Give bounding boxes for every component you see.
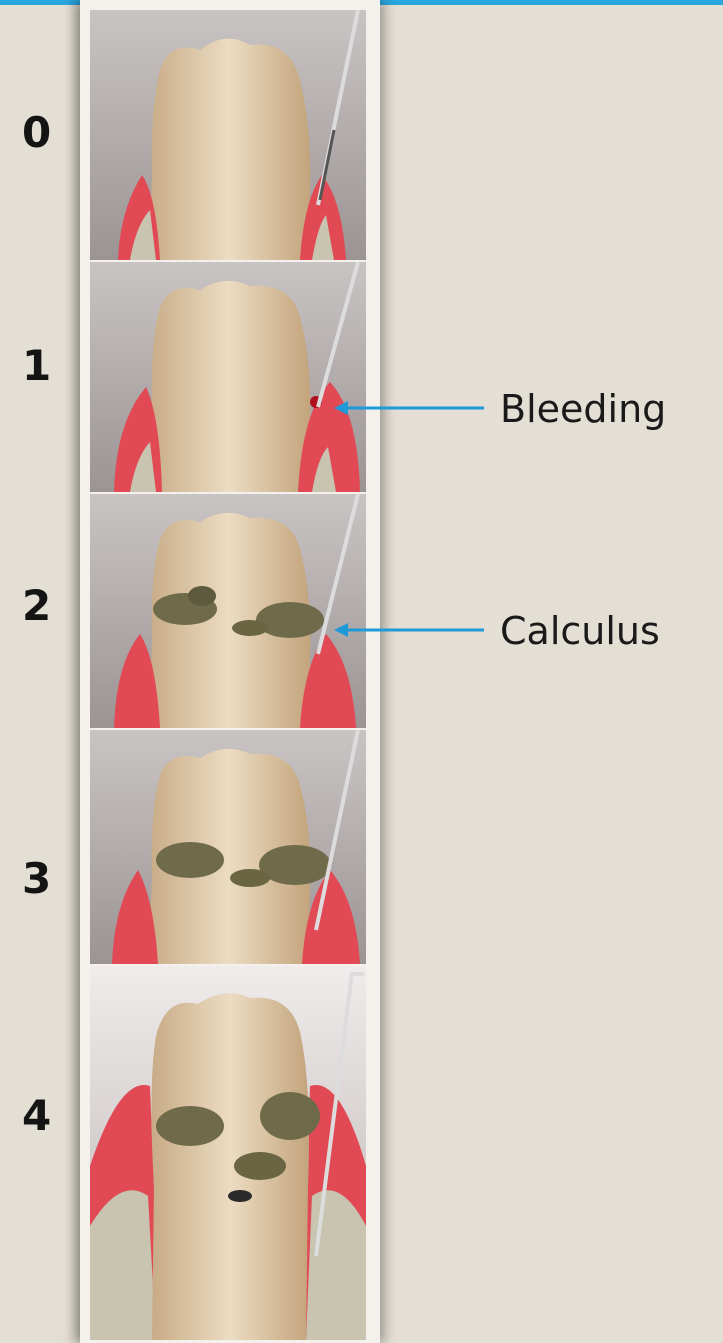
- stage-4-illustration: [90, 966, 366, 1340]
- stage-number-2: 2: [22, 585, 51, 627]
- stage-0-illustration: [90, 10, 366, 260]
- stage-1-illustration: [90, 262, 366, 492]
- calculus-label: Calculus: [500, 612, 660, 650]
- stage-2-illustration: [90, 494, 366, 728]
- calculus-arrow: [330, 618, 490, 642]
- stage-number-0: 0: [22, 112, 51, 154]
- bleeding-arrow: [330, 396, 490, 420]
- stage-number-4: 4: [22, 1095, 51, 1137]
- bleeding-label: Bleeding: [500, 390, 666, 428]
- stage-number-3: 3: [22, 858, 51, 900]
- stage-3-illustration: [90, 730, 366, 964]
- stage-number-1: 1: [22, 345, 51, 387]
